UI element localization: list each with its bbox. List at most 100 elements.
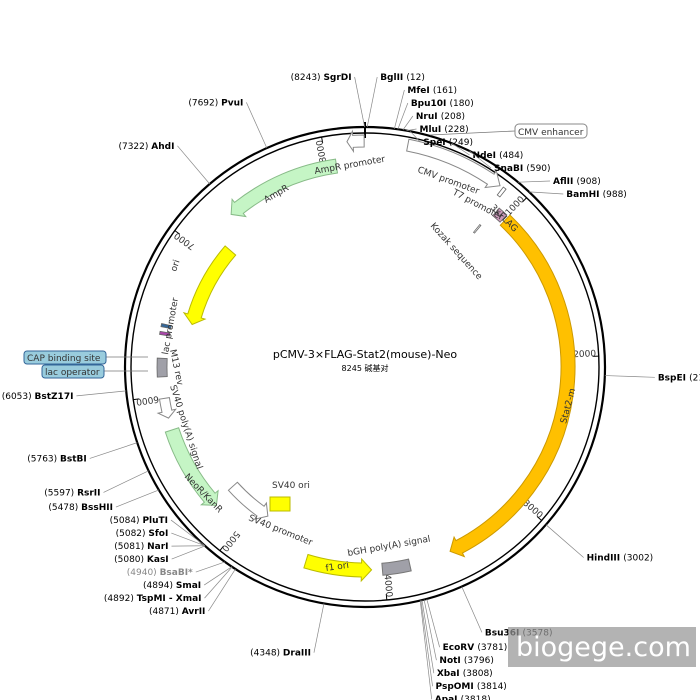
site-pos: (180) (450, 99, 474, 109)
site-name: AvrII (182, 607, 206, 617)
site-line-5763 (89, 442, 138, 459)
site-line-3578 (461, 586, 483, 633)
site-name: SfoI (148, 529, 168, 539)
site-pos: (4894) (143, 581, 176, 591)
site-pos: (7692) (188, 98, 221, 108)
tick-4000 (385, 593, 388, 601)
cap-binding-label: CAP binding site (27, 354, 101, 364)
site-line-4940 (195, 561, 226, 573)
site-pos: (3818) (461, 695, 491, 700)
sites-layer: BglII (12)MfeI (161)Bpu10I (180)NruI (20… (2, 73, 700, 700)
lac-operator-label: lac operator (45, 368, 100, 378)
ori-label: ori (169, 259, 182, 273)
cap-binding-callout: CAP binding site (23, 350, 148, 365)
site-label-4940: (4940) BsaBI* (127, 568, 193, 578)
small-feature-kozak (472, 223, 482, 234)
site-line-5597 (103, 470, 149, 493)
site-line-2108 (604, 375, 655, 378)
site-pos: (4940) (127, 568, 160, 578)
tick-6000 (133, 398, 140, 401)
small-feature-lac-op (159, 330, 171, 337)
feature-cmv-promoter (406, 138, 501, 189)
site-name: BspEI (658, 373, 689, 383)
feature-ampr (230, 158, 339, 218)
site-label-2108: BspEI (2108) (658, 373, 700, 383)
site-pos: (4892) (104, 594, 137, 604)
site-name: Bsu36I (485, 628, 523, 638)
site-pos: (228) (444, 125, 468, 135)
site-line-484 (451, 142, 470, 156)
site-label-12: BglII (12) (380, 73, 425, 83)
site-line-4892 (204, 566, 233, 599)
site-pos: (4348) (250, 649, 283, 659)
features-layer (156, 129, 576, 583)
feature-ori (182, 245, 237, 326)
sv40-promoter-label: SV40 promoter (247, 514, 314, 549)
site-line-3002 (545, 524, 584, 558)
site-name: AflII (553, 177, 576, 187)
site-name: PluTI (142, 516, 168, 526)
site-label-988: BamHI (988) (566, 190, 627, 200)
site-name: Bpu10I (411, 99, 450, 109)
cmv-enhancer-callout: CMV enhancer (429, 123, 588, 139)
feature-sv40-promoter (227, 481, 269, 521)
site-label-3808: XbaI (3808) (437, 669, 493, 679)
site-name: BamHI (566, 190, 602, 200)
site-line-4894 (203, 566, 233, 586)
site-name: NarI (147, 542, 168, 552)
tick-label-2000: 2000 (573, 349, 597, 360)
site-name: BstZ17I (35, 392, 74, 402)
site-pos: (5082) (116, 529, 149, 539)
site-label-4348: (4348) DraIII (250, 649, 311, 659)
site-label-3814: PspOMI (3814) (436, 682, 507, 692)
site-line-3814 (420, 600, 433, 687)
site-label-5597: (5597) RsrII (44, 488, 100, 498)
site-pos: (908) (577, 177, 601, 187)
plasmid-size: 8245 碱基对 (342, 363, 389, 373)
bgh-polya-label: bGH poly(A) signal (347, 535, 431, 559)
tick-label-6000: 6000 (135, 393, 159, 406)
site-label-6053: (6053) BstZ17I (2, 392, 74, 402)
site-name: XbaI (437, 669, 463, 679)
site-name: MluI (419, 125, 444, 135)
site-line-228 (406, 128, 417, 131)
plasmid-name: pCMV-3×FLAG-Stat2(mouse)-Neo (273, 348, 458, 361)
site-name: BssHII (81, 503, 113, 513)
site-line-7692 (246, 102, 268, 149)
f1-ori-label: f1 ori (325, 561, 350, 574)
site-pos: (249) (449, 138, 473, 148)
site-pos: (3002) (623, 554, 653, 564)
site-line-3796 (423, 599, 437, 661)
site-name: NruI (416, 112, 441, 122)
site-label-5082: (5082) SfoI (116, 529, 169, 539)
site-line-5080 (171, 545, 206, 560)
site-pos: (208) (441, 112, 465, 122)
site-pos: (3814) (477, 682, 507, 692)
site-name: TspMI - XmaI (137, 594, 202, 604)
feature-sv40-polya (156, 397, 177, 419)
site-name: DraIII (283, 649, 311, 659)
site-line-12 (366, 76, 378, 128)
site-pos: (5080) (114, 555, 147, 565)
site-line-5084 (170, 519, 205, 546)
site-name: SnaBI (494, 164, 526, 174)
tick-3000 (536, 516, 542, 521)
site-name: NdeI (473, 151, 500, 161)
site-pos: (5081) (114, 542, 147, 552)
site-label-7692: (7692) PvuI (188, 98, 243, 108)
sv40-ori-box (269, 496, 291, 512)
site-line-3818 (419, 600, 433, 700)
site-pos: (161) (433, 86, 457, 96)
site-label-4871: (4871) AvrII (149, 607, 205, 617)
cmv-enhancer-label: CMV enhancer (518, 128, 584, 138)
site-label-3796: NotI (3796) (439, 656, 493, 666)
lac-operator-callout: lac operator (41, 364, 148, 379)
sv40-ori-label: SV40 ori (272, 481, 310, 491)
tick-label-7000: 7000 (173, 230, 198, 252)
site-line-988 (529, 191, 564, 195)
feature-stat2 (449, 214, 576, 558)
site-label-5478: (5478) BssHII (48, 503, 113, 513)
site-pos: (2108) (689, 373, 700, 383)
site-pos: (590) (526, 164, 550, 174)
